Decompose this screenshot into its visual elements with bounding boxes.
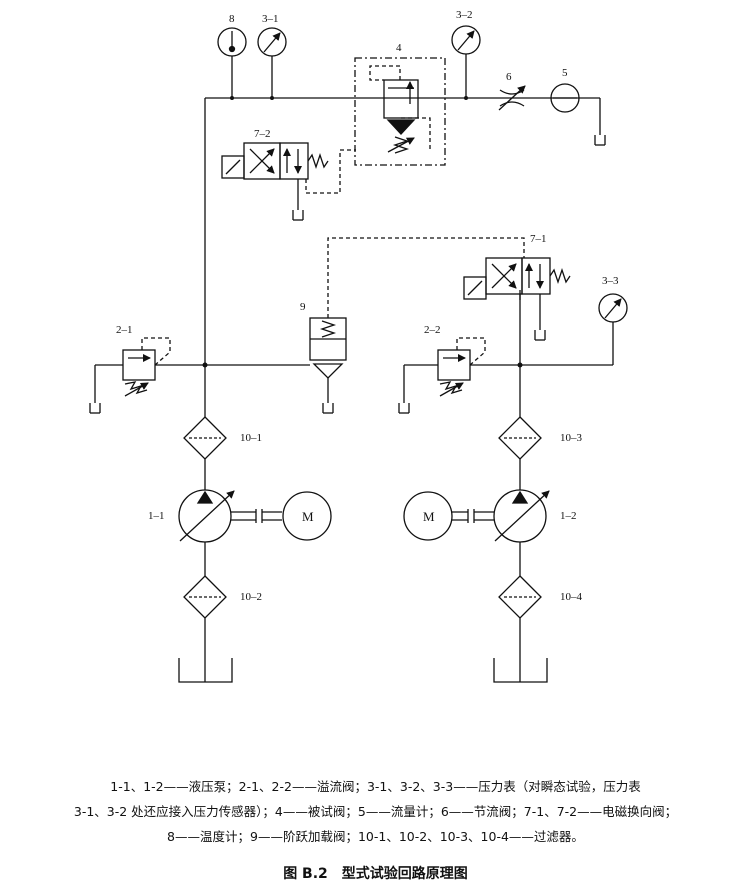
legend-line-1: 1-1、1-2——液压泵；2-1、2-2——溢流阀；3-1、3-2、3-3——压… bbox=[110, 779, 641, 794]
flow-meter-5 bbox=[550, 83, 580, 113]
thermometer-8 bbox=[217, 27, 247, 98]
tested-valve-4 bbox=[354, 57, 446, 166]
junction-dot-3-2 bbox=[464, 96, 468, 100]
filter-10-2 bbox=[183, 575, 227, 682]
label-1-1: 1–1 bbox=[148, 510, 165, 522]
filter-10-1 bbox=[183, 416, 227, 490]
label-10-4: 10–4 bbox=[560, 591, 583, 603]
right-pressure-line bbox=[470, 290, 614, 417]
junction-dot-3-1 bbox=[270, 96, 274, 100]
label-8: 8 bbox=[229, 13, 235, 25]
label-3-3: 3–3 bbox=[602, 275, 619, 287]
label-7-1: 7–1 bbox=[530, 233, 547, 245]
motor-right bbox=[403, 491, 453, 541]
pump-1-2 bbox=[451, 489, 550, 576]
throttle-valve-6 bbox=[498, 85, 526, 111]
junction-dot-8 bbox=[230, 96, 234, 100]
filter-10-3 bbox=[498, 416, 542, 490]
relief-valve-2-2 bbox=[398, 337, 486, 414]
hydraulic-circuit-diagram: 8 3–1 3–2 4 6 5 7–2 7–1 3–3 9 2–1 2–2 10… bbox=[89, 9, 628, 683]
pressure-gauge-3-3 bbox=[598, 293, 628, 323]
figure-caption: 图 B.2 型式试验回路原理图 bbox=[283, 866, 468, 882]
label-4: 4 bbox=[396, 42, 402, 54]
label-7-2: 7–2 bbox=[254, 128, 271, 140]
legend-line-3: 8——温度计；9——阶跃加载阀；10-1、10-2、10-3、10-4——过滤器… bbox=[167, 829, 584, 844]
pump-1-1 bbox=[178, 489, 282, 576]
filter-10-4 bbox=[498, 575, 542, 682]
step-loading-valve-9 bbox=[205, 237, 525, 414]
pressure-gauge-3-1 bbox=[257, 27, 287, 98]
tank-left bbox=[178, 658, 233, 683]
label-9: 9 bbox=[300, 301, 306, 313]
label-3-2: 3–2 bbox=[456, 9, 473, 21]
junction-dot-right bbox=[517, 362, 523, 368]
label-2-1: 2–1 bbox=[116, 324, 133, 336]
motor-left bbox=[282, 491, 332, 541]
label-2-2: 2–2 bbox=[424, 324, 441, 336]
tank-right bbox=[493, 658, 548, 683]
label-10-2: 10–2 bbox=[240, 591, 262, 603]
legend-line-2: 3-1、3-2 处还应接入压力传感器）；4——被试阀；5——流量计；6——节流阀… bbox=[73, 804, 678, 819]
label-1-2: 1–2 bbox=[560, 510, 577, 522]
solenoid-valve-7-1 bbox=[463, 257, 571, 341]
relief-valve-2-1 bbox=[89, 337, 205, 414]
junction-dot-left bbox=[202, 362, 208, 368]
label-3-1: 3–1 bbox=[262, 13, 279, 25]
label-6: 6 bbox=[506, 71, 512, 83]
motor-right-label: M bbox=[423, 509, 435, 524]
pressure-gauge-3-2 bbox=[451, 25, 481, 98]
solenoid-valve-7-2 bbox=[221, 142, 356, 221]
motor-left-label: M bbox=[302, 509, 314, 524]
label-10-1: 10–1 bbox=[240, 432, 262, 444]
label-5: 5 bbox=[562, 67, 568, 79]
label-10-3: 10–3 bbox=[560, 432, 583, 444]
